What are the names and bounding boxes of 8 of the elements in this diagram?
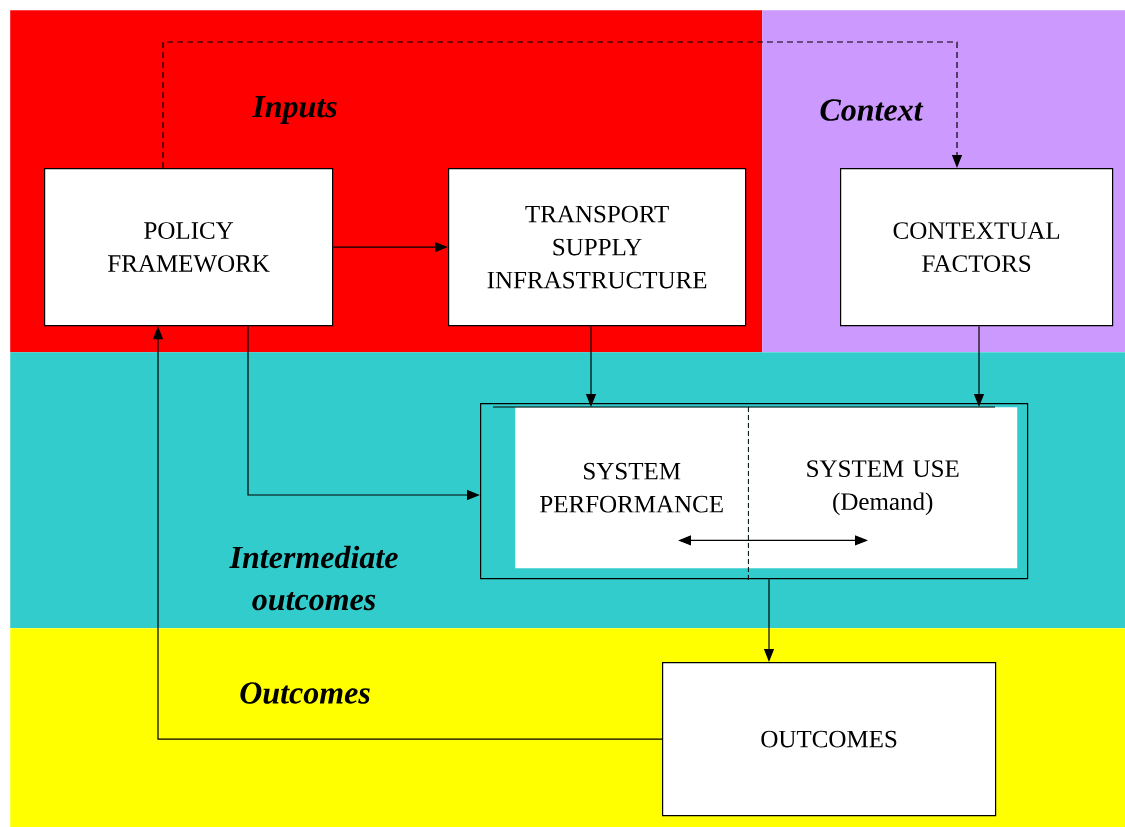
process-box: POLICY FRAMEWORK bbox=[44, 168, 334, 327]
system-panel: SYSTEM PERFORMANCE bbox=[515, 407, 749, 569]
process-box: OUTCOMES bbox=[662, 662, 997, 817]
system-panel: SYSTEM USE (Demand) bbox=[748, 407, 1018, 569]
node-label: SYSTEM USE (Demand) bbox=[807, 460, 959, 516]
process-box: TRANSPORT SUPPLY INFRASTRUCTURE bbox=[448, 168, 747, 327]
process-box: CONTEXTUAL FACTORS bbox=[840, 168, 1114, 327]
arrow bbox=[162, 41, 963, 169]
